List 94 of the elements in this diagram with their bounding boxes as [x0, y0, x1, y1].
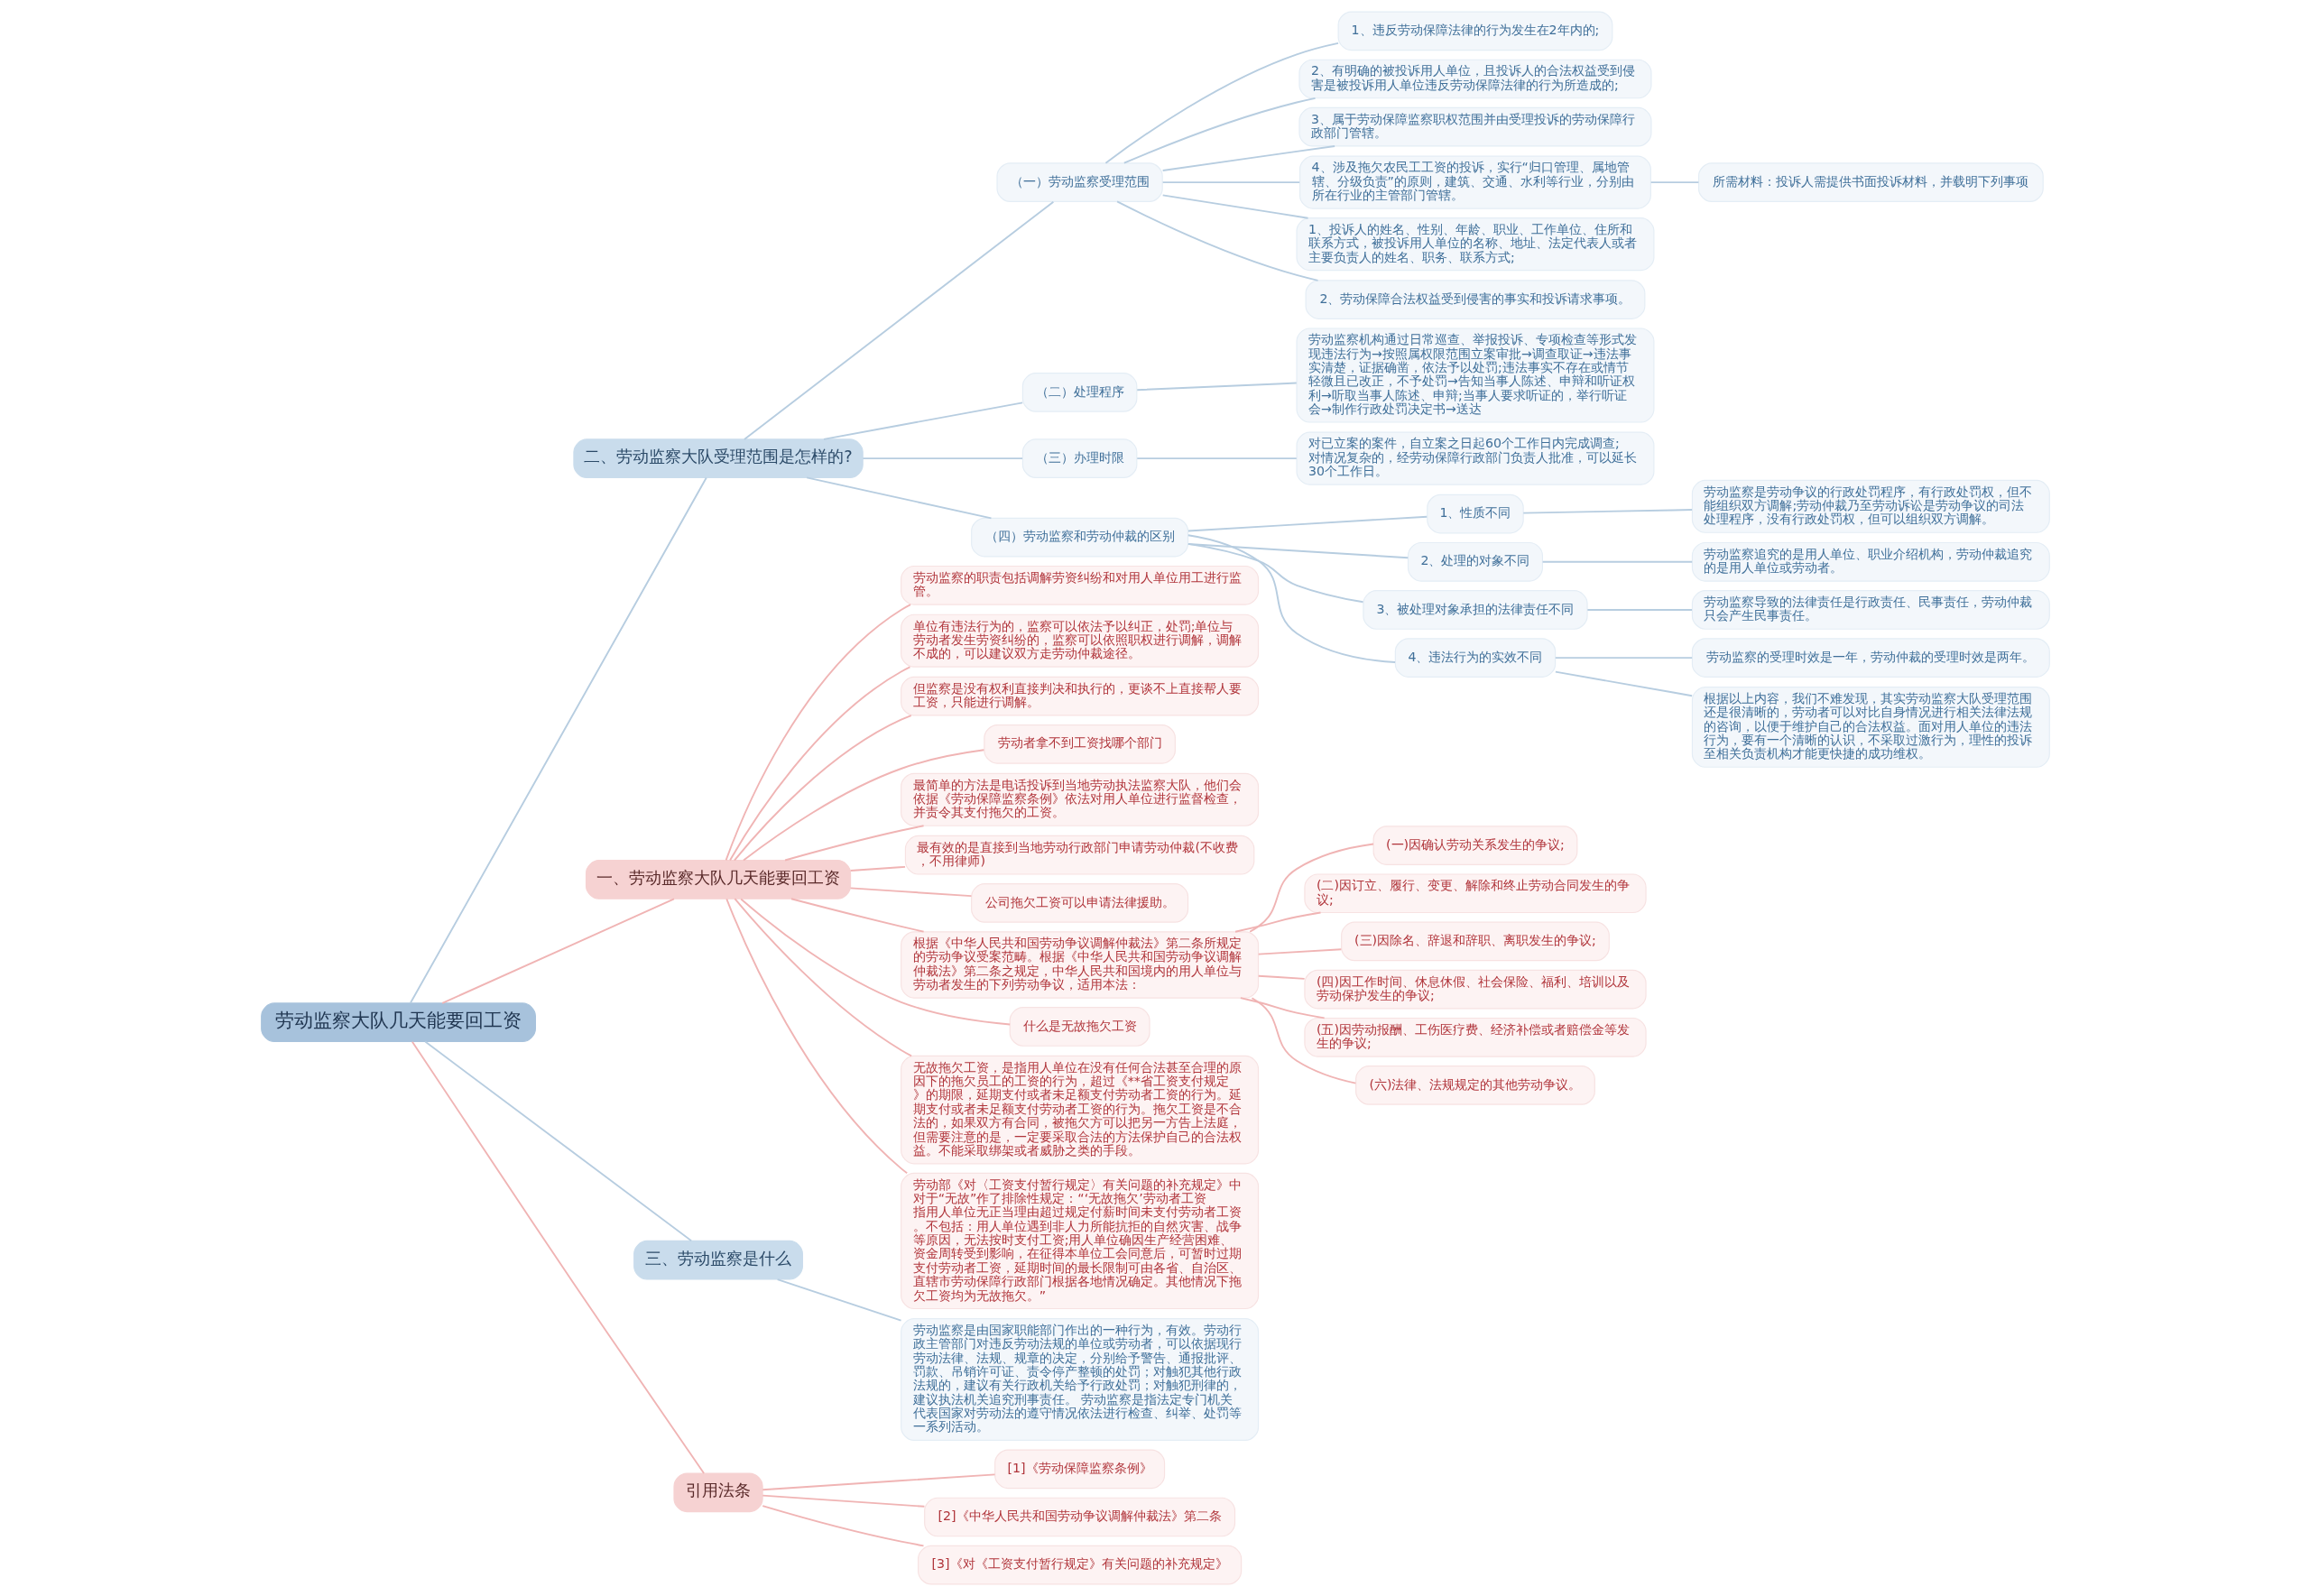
connector [761, 1473, 995, 1491]
node-box: (四)因工作时间、休息休假、社会保险、福利、培训以及劳动保护发生的争议; [1303, 969, 1647, 1010]
connector [849, 887, 972, 898]
node-box: 劳动监察导致的法律责任是行政责任、民事责任，劳动仲裁只会产生民事责任。 [1691, 590, 2050, 630]
node-box: 所需材料：投诉人需提供书面投诉材料，并载明下列事项 [1697, 162, 2044, 202]
connector [743, 200, 1054, 440]
node-box: 根据《中华人民共和国劳动争议调解仲裁法》第二条所规定的劳动争议受案范畴。根据《中华人民共和国劳动争议调解仲裁法》第二条之规定，中华人民共和国境内的用人单位与劳动者发生的下列劳动争议，适用本法： [900, 931, 1259, 999]
connector [1239, 997, 1326, 1019]
connector [776, 1278, 901, 1322]
node-box: 劳动监察追究的是用人单位、职业介绍机构，劳动仲裁追究的是用人单位或劳动者。 [1691, 541, 2050, 582]
connector [728, 666, 910, 862]
connector [409, 476, 707, 1004]
connector [1521, 509, 1693, 514]
connector [783, 825, 924, 862]
connector [739, 898, 1011, 1026]
node-box: 2、劳动保障合法权益受到侵害的事实和投诉请求事项。 [1305, 280, 1645, 319]
connector [1649, 181, 1699, 184]
node-box: （四）劳动监察和劳动仲裁的区别 [970, 517, 1188, 558]
connector [1104, 42, 1339, 164]
connector [1123, 97, 1316, 164]
node-box: 根据以上内容，我们不难发现，其实劳动监察大队受理范围还是很清晰的，劳动者可以对比自身情况进行相关法律法规的咨询，以便于维护自己的合法权益。面对用人单位的违法行为，要有一个清晰的认识，不采取过激行为，理性的投诉至相关负责机构才能更快捷的成功维权。 [1691, 687, 2050, 768]
connector [790, 898, 925, 933]
connector [822, 401, 1023, 440]
node-box: 4、涉及拖欠农民工工资的投诉，实行“归口管理、属地管辖、分级负责”的原则，建筑、交通、水利等行业，分别由所在行业的主管部门管辖。 [1298, 155, 1651, 209]
node-box: 1、违反劳动保障法律的行为发生在2年内的; [1337, 11, 1612, 51]
connector [1161, 194, 1308, 219]
node-box: [3]《对《工资支付暂行规定》有关问题的补充规定》 [917, 1545, 1242, 1585]
node-box: (三)因除名、辞退和辞职、离职发生的争议; [1340, 921, 1610, 962]
node-box: 引用法条 [672, 1472, 763, 1513]
connector [1257, 948, 1342, 955]
connector [861, 457, 1023, 460]
connector [440, 898, 675, 1004]
connector [1187, 515, 1428, 532]
node-box: （二）处理程序 [1021, 373, 1137, 412]
node-box: 一、劳动监察大队几天能要回工资 [585, 860, 851, 899]
node-box: 劳动监察的受理时效是一年，劳动仲裁的受理时效是两年。 [1691, 638, 2050, 678]
node-box: 2、处理的对象不同 [1407, 541, 1543, 582]
node-box: (一)因确认劳动关系发生的争议; [1372, 826, 1577, 865]
node-box: 劳动监察大队几天能要回工资 [260, 1002, 536, 1043]
connector [733, 715, 912, 862]
connector [725, 898, 908, 1175]
connector [761, 1505, 924, 1547]
connector [1187, 542, 1364, 604]
node-box: 劳动监察是由国家职能部门作出的一种行为，有效。劳动行政主管部门对违反劳动法规的单位或劳动者，可以依据现行劳动法律、法规、规章的决定，分别给予警告、通报批评、罚款、吊销许可证、责令停产整顿的处罚；对触犯其他行政法规的，建议有关行政机关给予行政处罚；对触犯刑律的，建议执法机关追究刑事责任。 劳动监察是指法定专门机关代表国家对劳动法的遵守情况依法进行检查、纠举、处罚等一系列活动。 [900, 1318, 1259, 1441]
connector [725, 604, 911, 862]
connector [1248, 843, 1374, 933]
connector [1187, 534, 1396, 663]
node-box: 1、投诉人的姓名、性别、年龄、职业、工作单位、住所和联系方式，被投诉用人单位的名称、地址、法定代表人或者主要负责人的姓名、职务、联系方式; [1295, 217, 1654, 272]
node-box: 二、劳动监察大队受理范围是怎样的? [572, 438, 864, 478]
connector [1554, 670, 1693, 697]
connector [761, 1494, 925, 1508]
connector [1585, 609, 1693, 611]
node-box: [2]《中华人民共和国劳动争议调解仲裁法》第二条 [923, 1497, 1235, 1537]
node-box: 1、性质不同 [1426, 494, 1524, 534]
node-box: 单位有违法行为的，监察可以依法予以纠正，处罚;单位与劳动者发生劳资纠纷的，监察可以依照职权进行调解，调解不成的，可以建议双方走劳动仲裁途径。 [900, 613, 1259, 668]
node-box: 3、属于劳动保障监察职权范围并由受理投诉的劳动保障行政部门管辖。 [1298, 106, 1652, 147]
connector [805, 476, 992, 520]
connector [849, 865, 906, 872]
node-box: 最有效的是直接到当地劳动行政部门申请劳动仲裁(不收费，不用律师) [904, 835, 1254, 875]
connector [1541, 560, 1693, 563]
node-box: （三）办理时限 [1021, 438, 1137, 478]
node-box: 劳动者拿不到工资找哪个部门 [983, 724, 1176, 764]
connector [1257, 974, 1306, 980]
node-box: 什么是无故拖欠工资 [1009, 1007, 1150, 1047]
node-box: 3、被处理对象承担的法律责任不同 [1362, 590, 1588, 630]
node-box: 但监察是没有权利直接判决和执行的，更谈不上直接帮人要工资，只能进行调解。 [900, 676, 1259, 716]
node-box: 劳动监察的职责包括调解劳资纠纷和对用人单位用工进行监管。 [900, 565, 1259, 605]
connector [742, 749, 984, 862]
node-box: （一）劳动监察受理范围 [995, 162, 1163, 202]
connector [1135, 457, 1298, 460]
node-box: 三、劳动监察是什么 [633, 1240, 803, 1280]
node-box: 对已立案的案件，自立案之日起60个工作日内完成调查;对情况复杂的，经劳动保障行政部门负责人批准，可以延长30个工作日。 [1295, 431, 1654, 485]
connector [1554, 657, 1693, 660]
node-box: 最简单的方法是电话投诉到当地劳动执法监察大队，他们会依据《劳动保障监察条例》依法对用人单位进行监督检查，并责令其支付拖欠的工资。 [900, 772, 1259, 826]
connector [423, 1040, 692, 1242]
connector [1234, 911, 1321, 933]
node-box: 4、违法行为的实效不同 [1394, 638, 1556, 678]
connector [1161, 181, 1300, 184]
node-box: 公司拖欠工资可以申请法律援助。 [970, 883, 1188, 923]
node-box: (五)因劳动报酬、工伤医疗费、经济补偿或者赔偿金等发生的争议; [1303, 1017, 1647, 1057]
connector [1135, 382, 1298, 392]
node-box: [1]《劳动保障监察条例》 [993, 1449, 1165, 1490]
node-box: 2、有明确的被投诉用人单位，且投诉人的合法权益受到侵害是被投诉用人单位违反劳动保障法律的行为所造成的; [1298, 59, 1652, 99]
node-box: (二)因订立、履行、变更、解除和终止劳动合同发生的争议; [1303, 873, 1647, 914]
node-box: (六)法律、法规规定的其他劳动争议。 [1354, 1066, 1595, 1105]
node-box: 劳动监察是劳动争议的行政处罚程序，有行政处罚权，但不能组织双方调解;劳动仲裁乃至劳动诉讼是劳动争议的司法处理程序，没有行政处罚权，但可以组织双方调解。 [1691, 479, 2050, 533]
node-box: 劳动部《对〈工资支付暂行规定〉有关问题的补充规定》中对于“无故”作了排除性规定：“‘无故拖欠’劳动者工资指用人单位无正当理由超过规定付薪时间未支付劳动者工资。不包括：用人单位遇到非人力所能抗拒的自然灾害、战争等原因，无法按时支付工资;用人单位确因生产经营困难、资金周转受到影响，在征得本单位工会同意后，可暂时过期支付劳动者工资，延期时间的最长限制可由各省、自治区、直辖市劳动保障行政部门根据各地情况确定。其他情况下拖欠工资均为无故拖欠。” [900, 1172, 1259, 1310]
connector [733, 898, 912, 1057]
connector [1115, 200, 1318, 281]
node-box: 无故拖欠工资，是指用人单位在没有任何合法甚至合理的原因下的拖欠员工的工资的行为，超过《**省工资支付规定》的期限，延期支付或者未足额支付劳动者工资的行为。延期支付或者未足额支付劳动者工资的行为。拖欠工资是不合法的，如果双方有合同，被拖欠方可以把另一方告上法庭，但需要注意的是，一定要采取合法的方法保护自己的合法权益。不能采取绑架或者威胁之类的手段。 [900, 1055, 1259, 1165]
node-box: 劳动监察机构通过日常巡查、举报投诉、专项检查等形式发现违法行为→按照属权限范围立案审批→调查取证→违法事实清楚，证据确凿，依法予以处罚;违法事实不存在或情节轻微且已改正，不予处罚→告知当事人陈述、申辩和听证权利→听取当事人陈述、申辩;当事人要求听证的，举行听证会→制作行政处罚决定书→送达 [1295, 328, 1654, 423]
connector [1161, 145, 1335, 171]
connector [1251, 997, 1356, 1084]
connector [411, 1040, 705, 1474]
